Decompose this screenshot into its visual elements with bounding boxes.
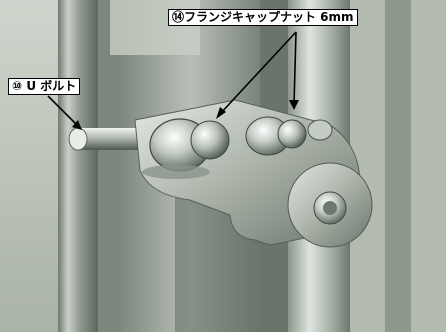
cap-dome-right: [277, 119, 307, 149]
left-frame-tube: [58, 0, 98, 332]
rear-nut: [307, 119, 333, 141]
nut-arrowhead-right: [289, 100, 299, 110]
bolt-arrowhead: [72, 120, 82, 130]
nut-arrow-left: [219, 31, 297, 115]
left-frame-edge: [98, 0, 120, 332]
lower-bolt-tip: [323, 201, 337, 215]
nut-arrowhead-left: [216, 107, 226, 119]
flange-cap-nut-label: ⑭フランジキャップナット 6mm: [168, 9, 358, 26]
flange-washer-left: [142, 165, 210, 179]
u-bolt-label: ⑩ U ボルト: [8, 78, 81, 95]
u-bolt-end: [68, 127, 88, 151]
far-right-post: [385, 0, 411, 332]
cap-dome-left: [190, 120, 230, 160]
bolt-arrow: [47, 95, 79, 127]
nut-arrow-right: [293, 31, 297, 105]
